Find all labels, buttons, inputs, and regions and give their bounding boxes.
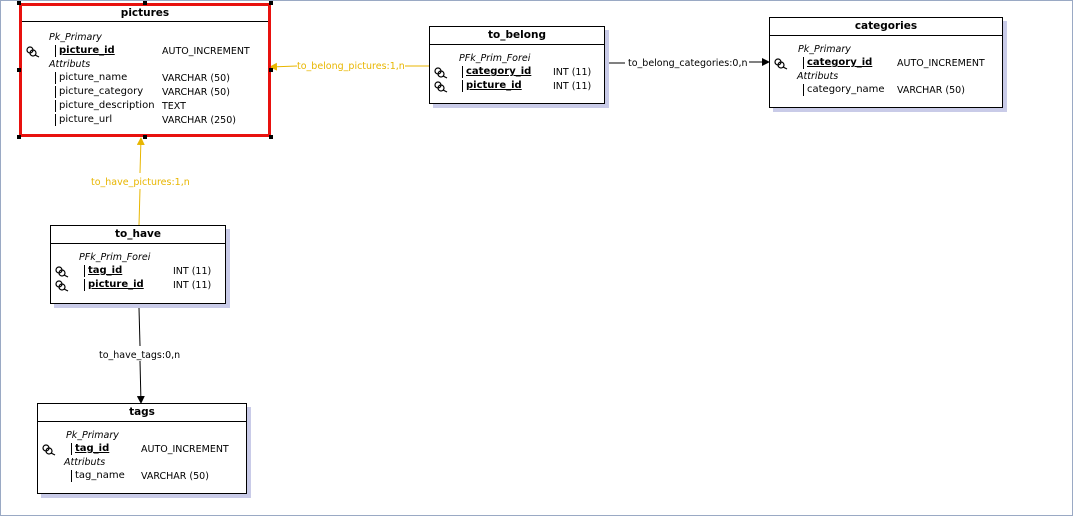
- column-type: INT (11): [553, 81, 592, 92]
- selection-handle[interactable]: [143, 1, 147, 5]
- table-row: picture_category VARCHAR (50): [22, 86, 270, 100]
- key-icon: [42, 444, 56, 456]
- key-icon: [26, 46, 40, 58]
- column-type: VARCHAR (50): [141, 471, 209, 482]
- column-name: category_id: [803, 57, 872, 69]
- table-row: category_id AUTO_INCREMENT: [770, 57, 1002, 71]
- table-row: tag_name VARCHAR (50): [38, 470, 246, 484]
- group-label-primary: Pk_Primary: [66, 430, 119, 441]
- relation-label-to-belong-pictures: to_belong_pictures:1,n: [297, 61, 405, 72]
- column-name: picture_id: [55, 45, 115, 57]
- column-name: picture_description: [55, 100, 155, 112]
- entity-to-have[interactable]: to_have PFk_Prim_Forei tag_id INT (11) p…: [50, 225, 226, 304]
- entity-title: categories: [770, 18, 1002, 36]
- column-type: AUTO_INCREMENT: [162, 46, 250, 57]
- link-to-have-pictures-head: [136, 137, 145, 174]
- selection-handle[interactable]: [17, 1, 21, 5]
- column-type: VARCHAR (50): [162, 73, 230, 84]
- group-label-primary-foreign: PFk_Prim_Forei: [459, 53, 531, 64]
- link-to-belong-pictures-head: [269, 62, 298, 71]
- relation-label-to-have-tags: to_have_tags:0,n: [99, 350, 180, 361]
- column-name: picture_name: [55, 72, 127, 84]
- group-label-attributes: Attributs: [797, 71, 839, 82]
- selection-handle[interactable]: [17, 68, 21, 72]
- link-to-have-tags-head: [136, 360, 145, 404]
- key-icon: [55, 280, 69, 292]
- table-row: picture_id INT (11): [430, 80, 604, 94]
- table-row: picture_description TEXT: [22, 100, 270, 114]
- entity-pictures[interactable]: pictures Pk_Primary picture_id AUTO_INCR…: [19, 3, 271, 137]
- column-name: tag_name: [71, 470, 125, 482]
- group-label-attributes: Attributs: [49, 59, 91, 70]
- relation-label-to-belong-categories: to_belong_categories:0,n: [628, 58, 748, 69]
- link-to-have-pictures[interactable]: [138, 188, 141, 226]
- column-name: picture_category: [55, 86, 143, 98]
- column-type: VARCHAR (50): [162, 87, 230, 98]
- selection-handle[interactable]: [143, 135, 147, 139]
- selection-handle[interactable]: [269, 135, 273, 139]
- group-label-primary-foreign: PFk_Prim_Forei: [79, 252, 151, 263]
- table-row: picture_url VARCHAR (250): [22, 114, 270, 128]
- key-icon: [434, 67, 448, 79]
- column-type: AUTO_INCREMENT: [897, 58, 985, 69]
- table-row: picture_id INT (11): [51, 279, 225, 293]
- key-icon: [774, 58, 788, 70]
- entity-to-belong[interactable]: to_belong PFk_Prim_Forei category_id INT…: [429, 26, 605, 104]
- table-row: category_id INT (11): [430, 66, 604, 80]
- group-label-primary: Pk_Primary: [49, 32, 102, 43]
- key-icon: [55, 266, 69, 278]
- column-type: INT (11): [173, 280, 212, 291]
- link-to-have-tags[interactable]: [138, 307, 141, 347]
- selection-handle[interactable]: [269, 68, 273, 72]
- entity-title: tags: [38, 404, 246, 422]
- key-icon: [434, 81, 448, 93]
- column-name: tag_id: [71, 443, 109, 455]
- column-name: picture_id: [462, 80, 522, 92]
- column-type: AUTO_INCREMENT: [141, 444, 229, 455]
- column-name: picture_url: [55, 114, 112, 126]
- table-row: picture_name VARCHAR (50): [22, 72, 270, 86]
- column-type: VARCHAR (250): [162, 115, 236, 126]
- entity-categories[interactable]: categories Pk_Primary category_id AUTO_I…: [769, 17, 1003, 108]
- selection-handle[interactable]: [17, 135, 21, 139]
- column-type: VARCHAR (50): [897, 85, 965, 96]
- column-name: category_name: [803, 84, 885, 96]
- table-row: category_name VARCHAR (50): [770, 84, 1002, 98]
- entity-title: to_have: [51, 226, 225, 244]
- entity-title: pictures: [22, 6, 268, 22]
- group-label-attributes: Attributs: [64, 457, 106, 468]
- table-row: tag_id AUTO_INCREMENT: [38, 443, 246, 457]
- column-type: INT (11): [553, 67, 592, 78]
- column-name: tag_id: [84, 265, 122, 277]
- entity-title: to_belong: [430, 27, 604, 45]
- column-name: category_id: [462, 66, 531, 78]
- table-row: picture_id AUTO_INCREMENT: [22, 45, 270, 59]
- column-name: picture_id: [84, 279, 144, 291]
- selection-handle[interactable]: [269, 1, 273, 5]
- column-type: TEXT: [162, 101, 186, 112]
- relation-label-to-have-pictures: to_have_pictures:1,n: [91, 177, 190, 188]
- group-label-primary: Pk_Primary: [798, 44, 851, 55]
- table-row: tag_id INT (11): [51, 265, 225, 279]
- entity-tags[interactable]: tags Pk_Primary tag_id AUTO_INCREMENT At…: [37, 403, 247, 494]
- column-type: INT (11): [173, 266, 212, 277]
